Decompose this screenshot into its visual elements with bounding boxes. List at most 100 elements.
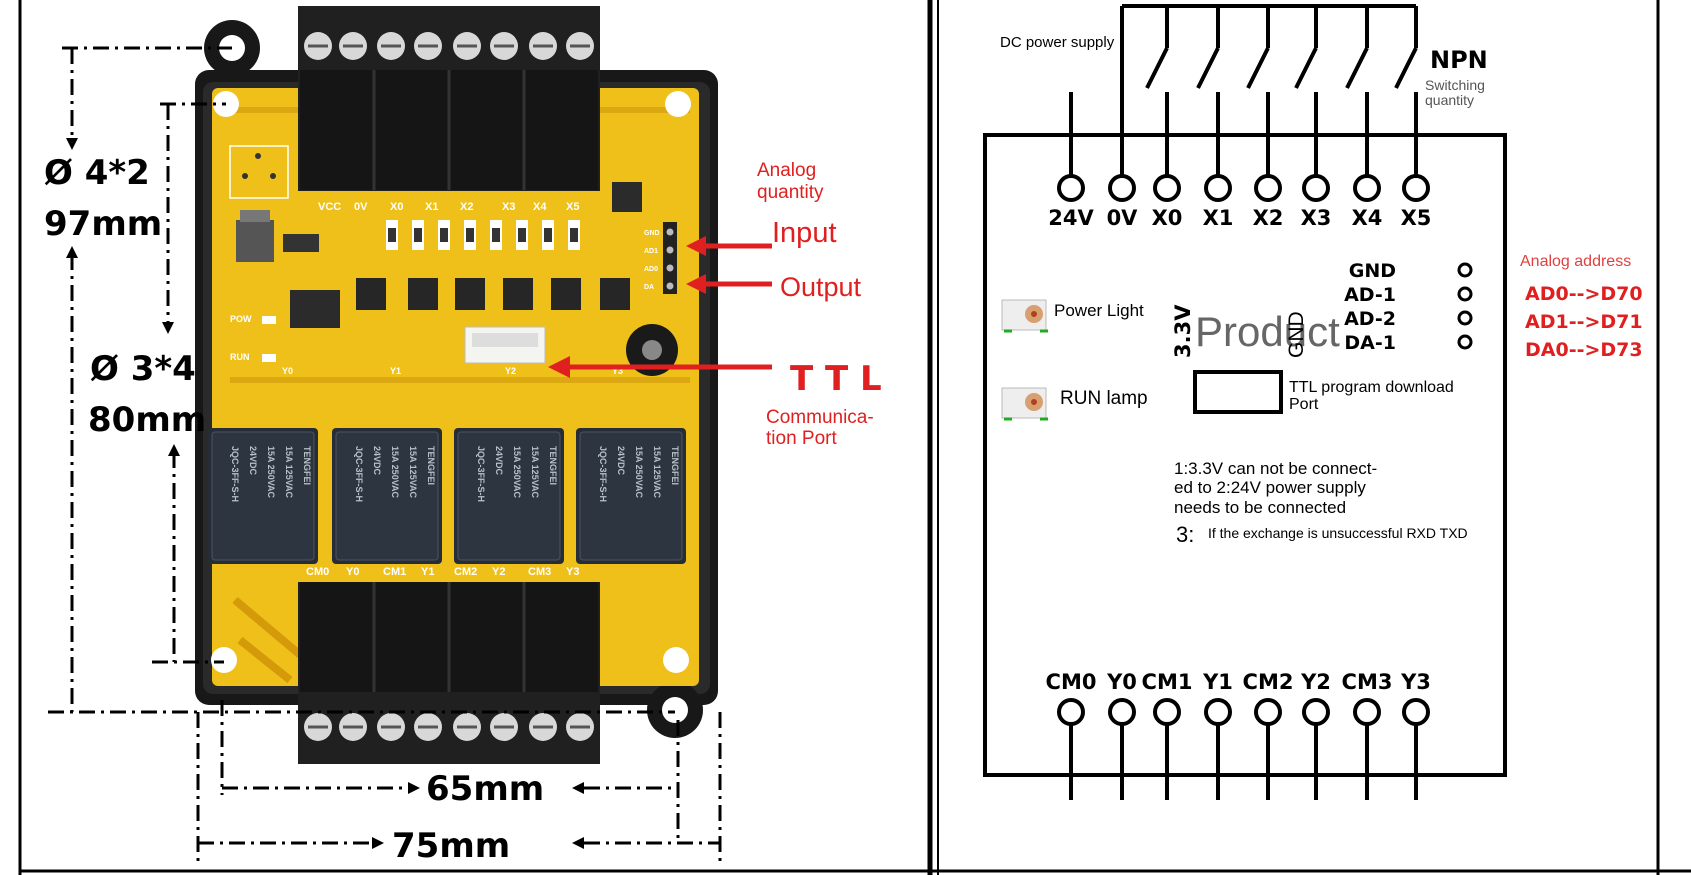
hole-dia-1-label: Ø 4*2	[44, 153, 150, 193]
analog-pin	[1457, 286, 1473, 302]
top-pin-label-x0: X0	[390, 201, 403, 213]
bottom-pin-label-cm3: CM3	[528, 566, 551, 578]
terminal	[1353, 174, 1381, 202]
svg-text:15A 125VAC: 15A 125VAC	[408, 446, 418, 499]
terminal-label: X3	[1301, 206, 1332, 230]
bottom-pin-label-y0: Y0	[346, 566, 359, 578]
svg-text:15A 125VAC: 15A 125VAC	[530, 446, 540, 499]
terminal-label: Y0	[1106, 670, 1137, 694]
terminal	[1153, 698, 1181, 726]
frame	[18, 0, 1691, 875]
terminal-label: X5	[1401, 206, 1432, 230]
optocoupler	[600, 278, 630, 310]
top-pin-label-0v: 0V	[354, 201, 368, 213]
analog-pin	[1457, 334, 1473, 350]
switch	[1345, 47, 1369, 89]
terminal-label: Y2	[1300, 670, 1331, 694]
out-label: Y3	[612, 366, 623, 376]
terminal	[1153, 174, 1181, 202]
analog-pin-label: DA-1	[1344, 332, 1396, 354]
svg-text:24VDC: 24VDC	[248, 446, 258, 476]
terminal-label: X2	[1253, 206, 1284, 230]
led-label-run: RUN	[230, 352, 250, 362]
v33-label: 3.3V	[1171, 304, 1195, 358]
analog-pin-label: AD-2	[1344, 308, 1396, 330]
input-label: Input	[772, 217, 837, 249]
terminal	[1108, 698, 1136, 726]
terminal-label: CM3	[1342, 670, 1393, 694]
switch	[1294, 47, 1318, 89]
terminal-label: Y3	[1400, 670, 1431, 694]
run-led	[1001, 387, 1048, 421]
bottom-pin-label-cm0: CM0	[306, 566, 329, 578]
hole-dia-2-label: Ø 3*4	[90, 349, 196, 389]
dimension-lines	[48, 46, 722, 865]
terminal	[1204, 698, 1232, 726]
run-lamp-label: RUN lamp	[1060, 388, 1148, 409]
optocoupler	[455, 278, 485, 310]
top-pin-label-vcc: VCC	[318, 201, 341, 213]
out-label: Y2	[505, 366, 516, 376]
regulator-chip	[236, 220, 274, 262]
top-terminal-block	[298, 6, 600, 191]
svg-text:15A 250VAC: 15A 250VAC	[634, 446, 644, 499]
note-1: 1:3.3V can not be connect-ed to 2:24V po…	[1174, 459, 1377, 517]
analog-pin	[1457, 262, 1473, 278]
top-pin-label-x4: X4	[533, 201, 547, 213]
dim-65-label: 65mm	[426, 769, 544, 809]
optocoupler	[503, 278, 533, 310]
svg-text:15A 125VAC: 15A 125VAC	[284, 446, 294, 499]
terminal-label: CM1	[1142, 670, 1193, 694]
terminal	[1057, 698, 1085, 726]
svg-text:15A 125VAC: 15A 125VAC	[652, 446, 662, 499]
product-label: Product	[1195, 308, 1340, 355]
bottom-terminal-block	[298, 582, 600, 764]
terminal	[1402, 174, 1430, 202]
switch	[1145, 47, 1169, 89]
terminal	[1254, 174, 1282, 202]
side-pin-label: GND	[644, 230, 660, 237]
comm-port-label: Communica-tion Port	[766, 407, 874, 449]
gnd-vertical-label: GND	[1285, 311, 1308, 358]
relays: JQC-3FF-S-H 24VDC 15A 250VAC 15A 125VAC TENG…	[208, 428, 686, 564]
side-pin-label: AD0	[644, 266, 658, 273]
svg-text:JQC-3FF-S-H: JQC-3FF-S-H	[230, 446, 240, 502]
out-label: Y1	[390, 366, 401, 376]
terminal	[1204, 174, 1232, 202]
analog-address-title: Analog address	[1520, 253, 1631, 270]
bottom-pin-label-cm1: CM1	[383, 566, 406, 578]
switch	[1394, 47, 1418, 89]
svg-text:24VDC: 24VDC	[372, 446, 382, 476]
analog-address-item: DA0-->D73	[1525, 339, 1643, 361]
optocoupler	[408, 278, 438, 310]
bottom-pin-label-y2: Y2	[492, 566, 505, 578]
dim-75-label: 75mm	[392, 826, 510, 866]
svg-text:TENGFEI: TENGFEI	[670, 446, 680, 485]
side-pin-label: DA	[644, 284, 654, 291]
analog-pin-label: GND	[1349, 260, 1396, 282]
note-3-number: 3:	[1176, 522, 1194, 547]
analog-pin	[1457, 310, 1473, 326]
svg-text:JQC-3FF-S-H: JQC-3FF-S-H	[476, 446, 486, 502]
terminal-label: 24V	[1048, 206, 1094, 230]
input-switches	[1120, 4, 1418, 176]
switch	[1246, 47, 1270, 89]
dc-power-supply-label: DC power supply	[1000, 34, 1115, 51]
svg-text:TENGFEI: TENGFEI	[548, 446, 558, 485]
svg-text:15A 250VAC: 15A 250VAC	[390, 446, 400, 499]
terminal	[1302, 174, 1330, 202]
terminal-label: X0	[1152, 206, 1183, 230]
npn-label: NPN	[1430, 46, 1488, 74]
terminal	[1254, 698, 1282, 726]
